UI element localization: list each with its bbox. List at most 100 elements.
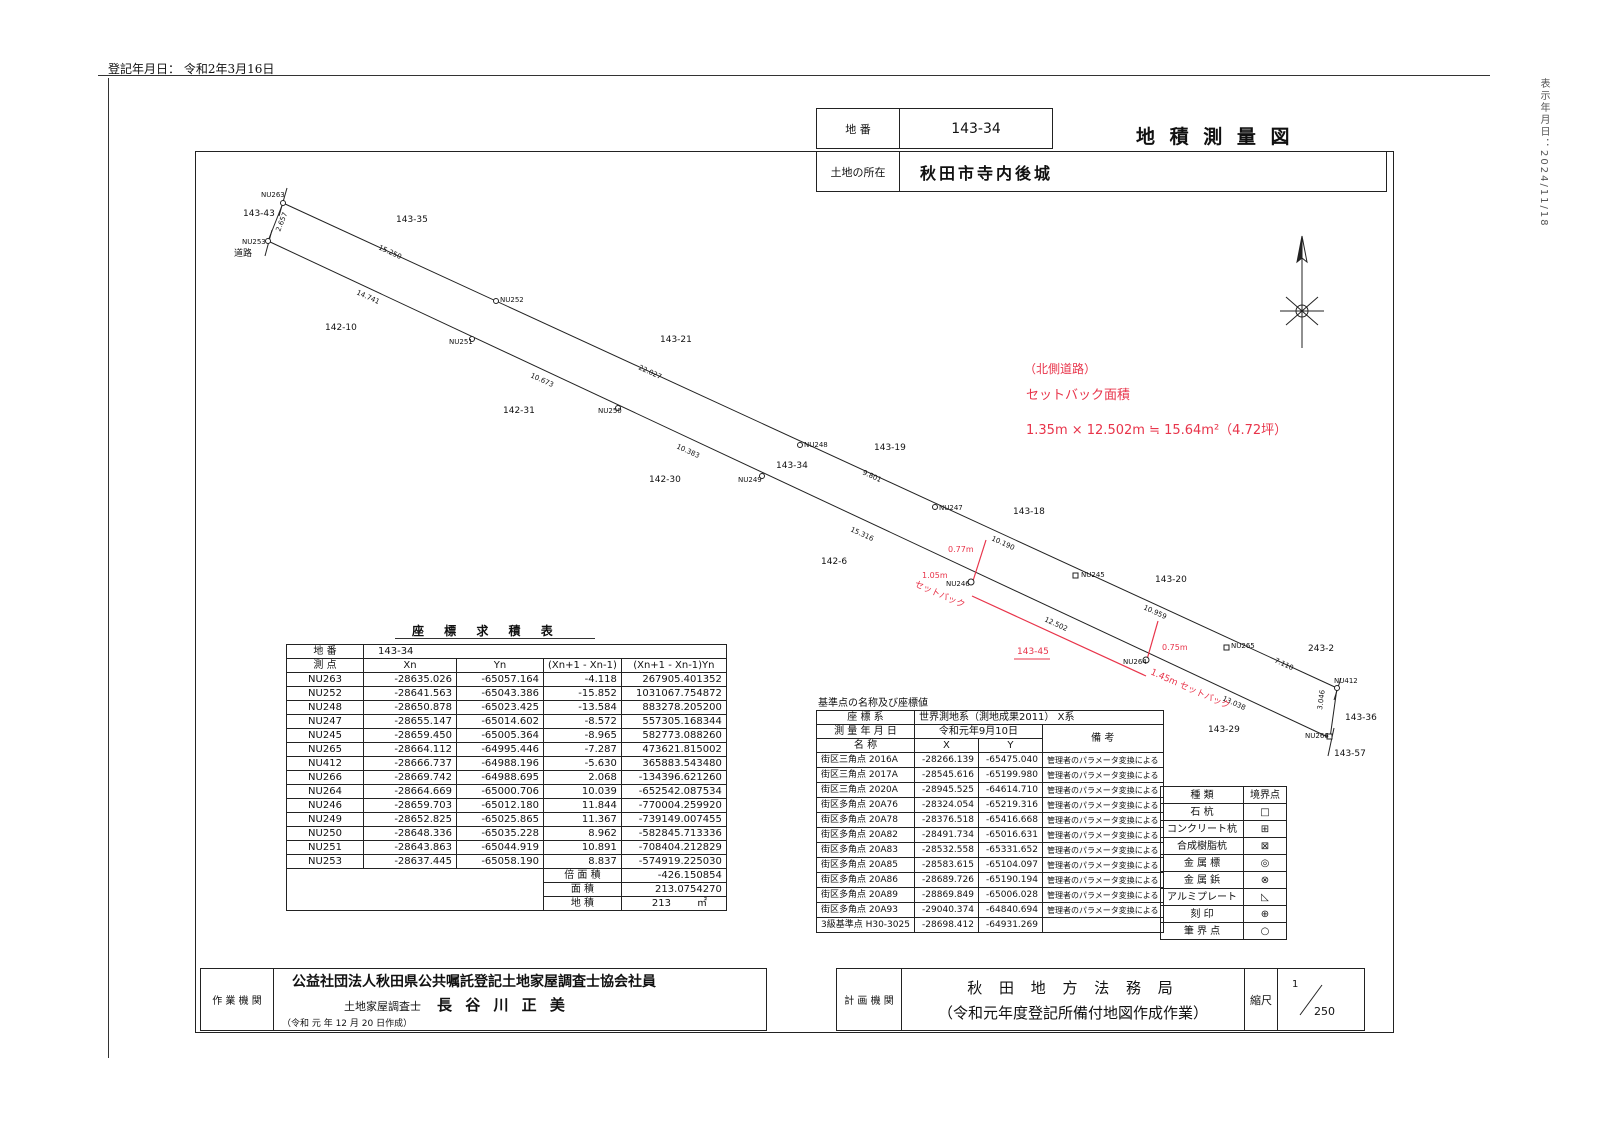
coord-point: NU247 xyxy=(286,714,364,729)
ref-table-title: 基準点の名称及び座標値 xyxy=(818,698,928,709)
distance-label: 7.110 xyxy=(1273,657,1295,673)
coord-point: NU249 xyxy=(286,812,364,827)
ref-value: -65006.028 xyxy=(977,887,1043,903)
pt-nu265 xyxy=(1223,644,1230,651)
coord-col-yn: Yn xyxy=(456,658,544,673)
coord-value: -64988.196 xyxy=(456,756,544,771)
ref-value: -28689.726 xyxy=(913,872,979,888)
annotation-side-b: 1.05m xyxy=(922,571,948,580)
coord-value: 11.844 xyxy=(543,798,622,813)
ref-y-label: Y xyxy=(977,738,1043,753)
coord-value: -28655.147 xyxy=(363,714,457,729)
coord-value: -770004.259920 xyxy=(620,798,727,813)
coord-table-title: 座 標 求 積 表 xyxy=(412,624,561,638)
legend-kind: 合成樹脂杭 xyxy=(1160,837,1244,855)
coord-value: -65012.180 xyxy=(456,798,544,813)
south-boundary-line xyxy=(267,240,1331,739)
ref-value: -65475.040 xyxy=(977,752,1043,768)
title-block: 地 番 143-34 xyxy=(816,108,1053,149)
pt-nu253 xyxy=(265,238,271,244)
annotation-formula: 1.35m × 12.502m ≒ 15.64m²（4.72坪） xyxy=(1026,423,1287,438)
coord-point: NU250 xyxy=(286,826,364,841)
ref-name: 街区多角点 20A78 xyxy=(816,812,915,828)
point-label: NU247 xyxy=(939,504,963,512)
coord-lot-value: 143-34 xyxy=(363,644,727,659)
annotation-setback-right: 1.45m セットバック xyxy=(1149,667,1232,712)
legend-row: 石 杭□ xyxy=(1160,803,1287,821)
coord-value: -64995.446 xyxy=(456,742,544,757)
pt-nu248 xyxy=(797,442,803,448)
legend-kind: 石 杭 xyxy=(1160,803,1244,821)
coord-point: NU251 xyxy=(286,840,364,855)
distance-label: 22.027 xyxy=(637,364,663,382)
ref-value: -28583.615 xyxy=(913,857,979,873)
ref-value: -65016.631 xyxy=(977,827,1043,843)
pt-nu252 xyxy=(493,298,499,304)
ref-value: -64840.694 xyxy=(977,902,1043,918)
ref-value: -28698.412 xyxy=(913,917,979,933)
org-block: 作 業 機 関 公益社団法人秋田県公共嘱託登記土地家屋調査士協会社員 土地家屋調… xyxy=(200,968,767,1031)
coord-value: 10.891 xyxy=(543,840,622,855)
coord-value: -65043.386 xyxy=(456,686,544,701)
lot-label: 143-21 xyxy=(660,335,692,345)
ref-name: 街区三角点 2016A xyxy=(816,752,915,768)
pt-nu250 xyxy=(615,405,621,411)
area-value: 213.0754270 xyxy=(620,882,727,897)
ref-name: 街区多角点 20A93 xyxy=(816,902,915,918)
ref-remark: 管理者のパラメータ変換による xyxy=(1041,842,1164,858)
legend-col-mark: 境界点 xyxy=(1243,786,1287,804)
coord-value: -65023.425 xyxy=(456,700,544,715)
legend-kind: アルミプレート xyxy=(1160,888,1244,906)
scale-slash xyxy=(1299,984,1323,1016)
ref-remark: 管理者のパラメータ変換による xyxy=(1041,782,1164,798)
point-label: NU265 xyxy=(1231,642,1255,650)
coord-point: NU263 xyxy=(286,672,364,687)
point-label: NU249 xyxy=(738,476,762,484)
ref-table: 座 標 系 世界測地系（測地成果2011） X系 測 量 年 月 日 令和元年9… xyxy=(816,710,1164,933)
ref-value: -28545.616 xyxy=(913,767,979,783)
coord-value: 11.367 xyxy=(543,812,622,827)
pt-nu249 xyxy=(759,473,765,479)
ref-remark: 管理者のパラメータ変換による xyxy=(1041,872,1164,888)
legend-mark-icon: ⊗ xyxy=(1243,871,1287,889)
coord-point: NU266 xyxy=(286,770,364,785)
point-label: NU245 xyxy=(1081,571,1105,579)
coord-lot-label: 地 番 xyxy=(286,644,364,659)
ref-x-label: X xyxy=(913,738,979,753)
coord-value: -582845.713336 xyxy=(620,826,727,841)
coord-value: -13.584 xyxy=(543,700,622,715)
lot-label: 143-36 xyxy=(1345,713,1377,723)
coord-value: 2.068 xyxy=(543,770,622,785)
coord-col-point: 測 点 xyxy=(286,658,364,673)
plan-org: 秋 田 地 方 法 務 局 xyxy=(967,978,1179,997)
legend-kind: 金 属 鋲 xyxy=(1160,871,1244,889)
ref-remark: 管理者のパラメータ変換による xyxy=(1041,827,1164,843)
coord-value: -28637.445 xyxy=(363,854,457,869)
ref-name: 3級基準点 H30-3025 xyxy=(816,917,915,933)
lot-label: 142-10 xyxy=(325,323,357,333)
annotation-setback-area: セットバック面積 xyxy=(1026,388,1130,403)
ref-remark: 管理者のパラメータ変換による xyxy=(1041,902,1164,918)
ref-name: 街区多角点 20A83 xyxy=(816,842,915,858)
legend-row: アルミプレート◺ xyxy=(1160,888,1287,906)
coord-point: NU246 xyxy=(286,798,364,813)
scale-label: 縮尺 xyxy=(1244,968,1278,1031)
land-area-value: 213 xyxy=(651,898,671,909)
lot-label: 142-31 xyxy=(503,406,535,416)
ref-value: -29040.374 xyxy=(913,902,979,918)
point-label: NU253 xyxy=(242,238,266,246)
legend-row: 金 属 鋲⊗ xyxy=(1160,871,1287,889)
scale-denominator: 250 xyxy=(1314,1005,1335,1018)
